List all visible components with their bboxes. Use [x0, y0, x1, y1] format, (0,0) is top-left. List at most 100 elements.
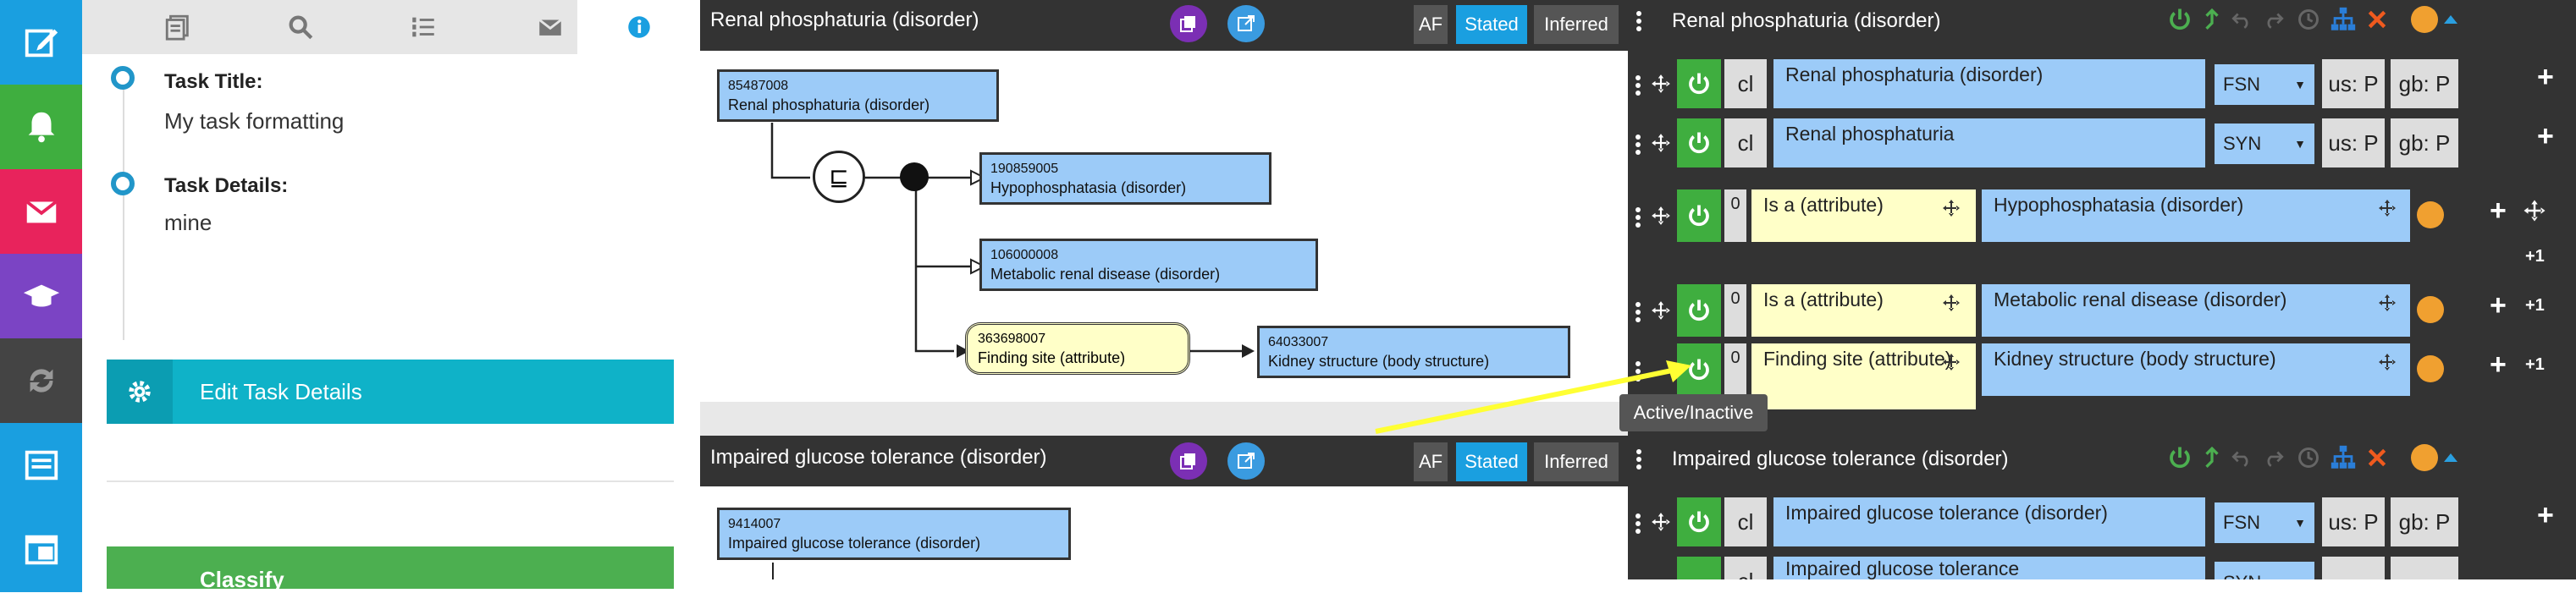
active-toggle-button[interactable] — [1677, 59, 1721, 108]
description-type-select[interactable]: SYN — [2215, 562, 2314, 579]
history-icon[interactable] — [2297, 8, 2320, 31]
training-nav-button[interactable] — [0, 254, 82, 338]
gb-acceptability[interactable] — [2391, 557, 2458, 579]
collapse-icon[interactable] — [2442, 12, 2459, 25]
active-toggle-button[interactable] — [1677, 497, 1721, 546]
move-icon[interactable] — [1941, 293, 1961, 313]
relationship-group[interactable]: 0 — [1724, 284, 1746, 337]
classify-button[interactable]: Classify — [107, 546, 674, 592]
add-relationship-button[interactable]: + — [2490, 349, 2507, 381]
relationship-target[interactable]: Metabolic renal disease (disorder) — [1982, 284, 2410, 337]
undo-icon[interactable] — [2231, 447, 2253, 469]
save-status-indicator[interactable] — [2411, 6, 2438, 33]
description-term[interactable]: Impaired glucose tolerance — [1773, 557, 2205, 579]
drag-handle-icon[interactable] — [1636, 447, 1643, 472]
description-term[interactable]: Renal phosphaturia — [1773, 118, 2205, 167]
copy-diagram-button[interactable] — [1170, 442, 1207, 480]
description-term[interactable]: Renal phosphaturia (disorder) — [1773, 59, 2205, 108]
description-type-select[interactable]: FSN▼ — [2215, 502, 2314, 543]
move-icon[interactable] — [1650, 299, 1672, 321]
stated-button[interactable]: Stated — [1456, 442, 1527, 481]
us-acceptability[interactable]: us: P — [2322, 497, 2385, 546]
drag-handle-icon[interactable] — [1636, 73, 1642, 98]
move-icon[interactable] — [2377, 293, 2397, 313]
inferred-button[interactable]: Inferred — [1534, 442, 1619, 481]
edit-task-details-button[interactable]: Edit Task Details — [107, 360, 674, 424]
tab-messages[interactable] — [501, 0, 598, 54]
tab-edit-history[interactable] — [129, 0, 226, 54]
gb-acceptability[interactable]: gb: P — [2391, 118, 2458, 167]
relationship-status-indicator[interactable] — [2417, 355, 2444, 382]
save-status-indicator[interactable] — [2411, 444, 2438, 471]
history-icon[interactable] — [2297, 446, 2320, 469]
drag-handle-icon[interactable] — [1636, 205, 1642, 230]
open-diagram-button[interactable] — [1227, 442, 1265, 480]
relationship-type[interactable]: Is a (attribute) — [1751, 284, 1976, 337]
collapse-icon[interactable] — [2442, 450, 2459, 464]
move-icon[interactable] — [1650, 205, 1672, 227]
case-significance-button[interactable]: cl — [1724, 59, 1767, 108]
move-icon[interactable] — [1650, 132, 1672, 154]
active-toggle-button[interactable] — [1677, 118, 1721, 167]
hierarchy-icon[interactable] — [2329, 5, 2358, 34]
active-toggle-button[interactable] — [1677, 557, 1721, 579]
add-relationship-button[interactable]: + — [2490, 195, 2507, 227]
move-icon[interactable] — [1650, 73, 1672, 95]
active-toggle-button[interactable] — [1677, 189, 1721, 242]
redo-icon[interactable] — [2263, 447, 2285, 469]
copy-diagram-button[interactable] — [1170, 5, 1207, 42]
close-icon[interactable] — [2366, 447, 2388, 469]
description-term[interactable]: Impaired glucose tolerance (disorder) — [1773, 497, 2205, 546]
layout-nav-button[interactable] — [0, 508, 82, 592]
add-group-button[interactable]: +1 — [2525, 296, 2545, 315]
gb-acceptability[interactable]: gb: P — [2391, 497, 2458, 546]
move-icon[interactable] — [2377, 198, 2397, 218]
gb-acceptability[interactable]: gb: P — [2391, 59, 2458, 108]
add-description-button[interactable]: + — [2537, 61, 2554, 93]
list-nav-button[interactable] — [0, 423, 82, 508]
open-diagram-button[interactable] — [1227, 5, 1265, 42]
move-icon[interactable] — [1941, 352, 1961, 372]
sync-nav-button[interactable] — [0, 338, 82, 423]
move-icon[interactable] — [2377, 352, 2397, 372]
relationship-status-indicator[interactable] — [2417, 201, 2444, 228]
promote-icon[interactable] — [2201, 7, 2223, 32]
us-acceptability[interactable] — [2322, 557, 2385, 579]
messages-nav-button[interactable] — [0, 169, 82, 254]
relationship-target[interactable]: Kidney structure (body structure) — [1982, 343, 2410, 396]
stated-button[interactable]: Stated — [1456, 5, 1527, 44]
add-group-button[interactable]: +1 — [2525, 355, 2545, 374]
redo-icon[interactable] — [2263, 8, 2285, 30]
inferred-button[interactable]: Inferred — [1534, 5, 1619, 44]
notifications-nav-button[interactable] — [0, 85, 82, 169]
promote-icon[interactable] — [2201, 445, 2223, 470]
add-relationship-button[interactable]: + — [2490, 289, 2507, 321]
us-acceptability[interactable]: us: P — [2322, 59, 2385, 108]
tab-info[interactable] — [577, 0, 700, 54]
edit-nav-button[interactable] — [0, 0, 82, 85]
us-acceptability[interactable]: us: P — [2322, 118, 2385, 167]
case-significance-button[interactable]: cl — [1724, 118, 1767, 167]
case-significance-button[interactable]: cl — [1724, 497, 1767, 546]
af-button[interactable]: AF — [1414, 442, 1448, 481]
move-group-icon[interactable] — [2522, 198, 2547, 223]
drag-handle-icon[interactable] — [1636, 8, 1643, 34]
undo-icon[interactable] — [2231, 8, 2253, 30]
power-icon[interactable] — [2167, 7, 2193, 32]
description-type-select[interactable]: FSN▼ — [2215, 64, 2314, 105]
power-icon[interactable] — [2167, 445, 2193, 470]
add-group-button[interactable]: +1 — [2525, 247, 2545, 266]
move-icon[interactable] — [1650, 511, 1672, 533]
relationship-type[interactable]: Finding site (attribute) — [1751, 343, 1976, 409]
relationship-type[interactable]: Is a (attribute) — [1751, 189, 1976, 242]
relationship-group[interactable]: 0 — [1724, 189, 1746, 242]
relationship-status-indicator[interactable] — [2417, 296, 2444, 323]
af-button[interactable]: AF — [1414, 5, 1448, 44]
tab-search[interactable] — [251, 0, 349, 54]
add-description-button[interactable]: + — [2537, 499, 2554, 531]
